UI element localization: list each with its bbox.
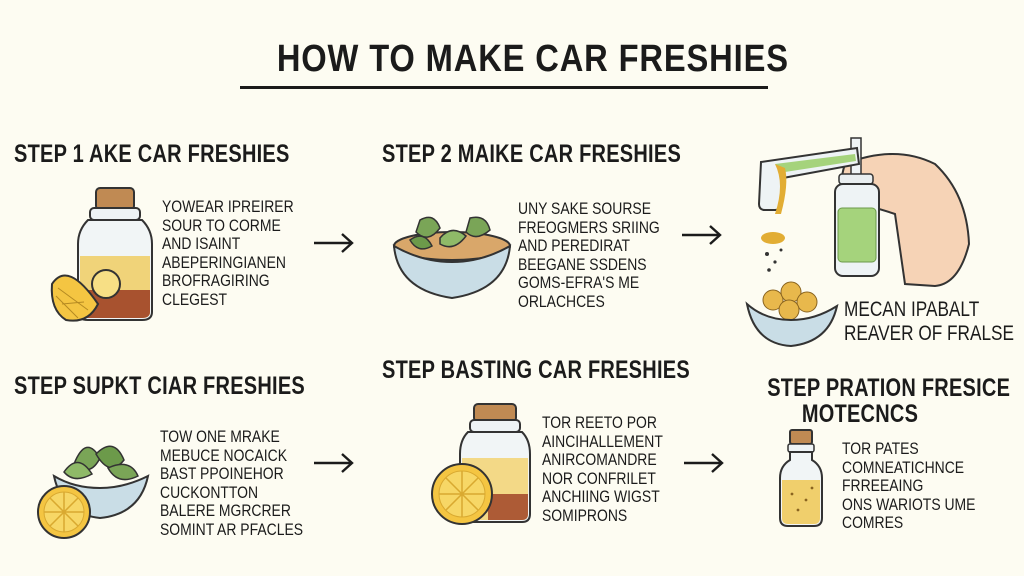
step-5-line: ANCHIING WIGST <box>542 487 660 506</box>
step-4-line: TOW ONE MRAKE <box>160 427 280 446</box>
step-5-line: NOR CONFRILET <box>542 468 656 488</box>
step-4-line: SOMINT AR PFACLES <box>160 519 304 539</box>
step-1-heading: STEP 1 AKE CAR FRESHIES <box>14 140 290 168</box>
step-1-line: CLEGEST <box>162 289 228 309</box>
step-5-line: SOMIPRONS <box>542 505 628 525</box>
step-6-heading: STEP PRATION FRESICE MOTECNCS <box>767 374 1011 429</box>
arrow-right-icon <box>314 453 354 473</box>
step-6-heading-line-2: MOTECNCS <box>801 400 919 428</box>
hand-pouring-bottle-icon <box>745 137 971 348</box>
small-oil-bottle-icon <box>779 429 823 527</box>
step-2-line: AND PEREDIRAT <box>518 236 631 255</box>
step-5-line: TOR REETO POR <box>542 413 657 432</box>
step-1-line: AND ISAINT <box>162 234 241 253</box>
step-4-line: MEBUCE NOCAICK <box>160 445 288 465</box>
step-4-line: BALERE MGRCRER <box>160 501 291 520</box>
caption-line: MECAN IPABALT <box>844 298 980 321</box>
step-5-body: TOR REETO POR AINCIHALLEMENT ANIRCOMANDR… <box>542 413 663 525</box>
step-5-line: ANIRCOMANDRE <box>542 450 657 469</box>
step-3-caption: MECAN IPABALT REAVER OF FRALSE <box>844 298 1014 346</box>
step-6-line: FRREEAING <box>842 476 924 495</box>
step-1-line: BROFRAGIRING <box>162 271 270 290</box>
caption-line: REAVER OF FRALSE <box>844 322 1015 345</box>
step-2-line: ORLACHCES <box>518 291 605 311</box>
step-4-line: BAST PPOINEHOR <box>160 464 284 483</box>
jar-lemon-slice-icon <box>431 403 531 525</box>
jar-with-lemon-icon <box>50 187 153 322</box>
bowl-of-leaves-icon <box>392 216 512 300</box>
page-title: HOW TO MAKE CAR FRESHIES <box>276 38 789 80</box>
arrow-right-icon <box>682 225 722 245</box>
step-6-line: ONS WARIOTS UME <box>842 494 976 514</box>
step-2-heading: STEP 2 MAIKE CAR FRESHIES <box>382 140 682 168</box>
step-5-heading: STEP BASTING CAR FRESHIES <box>382 356 690 384</box>
step-1-body: YOWEAR IPREIRER SOUR TO CORME AND ISAINT… <box>162 197 294 309</box>
step-1-line: ABEPERINGIANEN <box>162 252 286 272</box>
step-6-line: COMRES <box>842 513 904 532</box>
bowl-leaves-lemon-icon <box>37 445 150 539</box>
step-6-line: TOR PATES <box>842 439 919 458</box>
step-2-line: FREOGMERS SRIING <box>518 217 660 237</box>
arrow-right-icon <box>684 453 724 473</box>
step-2-line: GOMS-EFRA'S ME <box>518 273 640 292</box>
step-4-line: CUCKONTTON <box>160 482 259 502</box>
step-2-line: UNY SAKE SOURSE <box>518 199 651 218</box>
step-6-line: COMNEATICHNCE <box>842 457 965 477</box>
step-2-line: BEEGANE SSDENS <box>518 254 647 274</box>
arrow-right-icon <box>314 233 354 253</box>
step-2-body: UNY SAKE SOURSE FREOGMERS SRIING AND PER… <box>518 199 660 311</box>
step-1-line: SOUR TO CORME <box>162 215 281 235</box>
step-4-heading: STEP SUPKT CIAR FRESHIES <box>14 372 305 400</box>
step-5-line: AINCIHALLEMENT <box>542 431 663 451</box>
title-underline <box>240 86 768 89</box>
step-6-heading-line-1: STEP PRATION FRESICE <box>767 374 1011 402</box>
step-6-body: TOR PATES COMNEATICHNCE FRREEAING ONS WA… <box>842 439 976 533</box>
step-4-body: TOW ONE MRAKE MEBUCE NOCAICK BAST PPOINE… <box>160 427 304 539</box>
step-1-line: YOWEAR IPREIRER <box>162 197 294 216</box>
